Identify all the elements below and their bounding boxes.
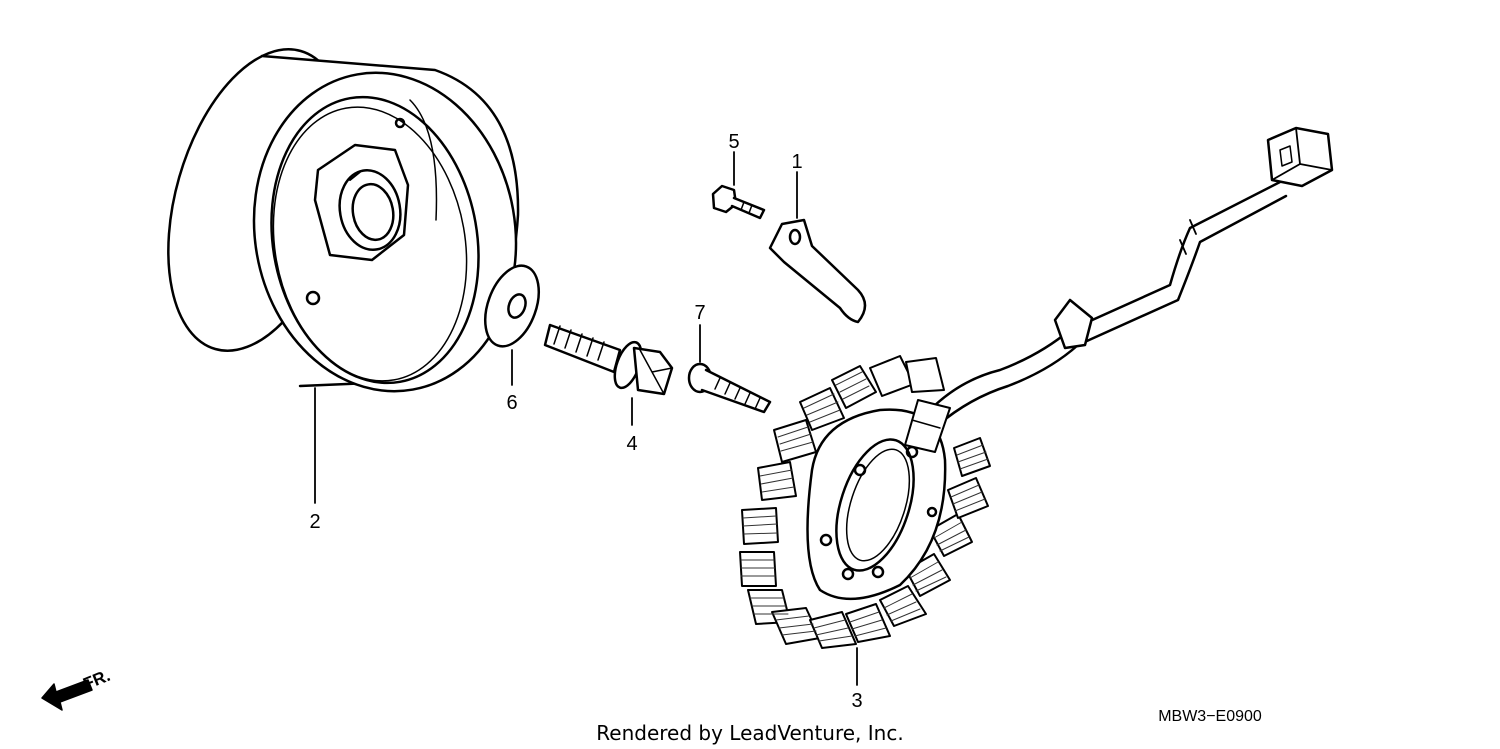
callout-2[interactable]: 2 xyxy=(309,511,320,533)
callout-7[interactable]: 7 xyxy=(694,302,705,324)
wire-clamp-part xyxy=(768,171,867,324)
stator-bolt-part xyxy=(687,324,772,414)
clamp-bolt-part xyxy=(711,151,766,220)
callout-5[interactable]: 5 xyxy=(728,131,739,153)
callout-3[interactable]: 3 xyxy=(851,690,862,712)
washer-part xyxy=(484,264,540,386)
rendered-by-credit: Rendered by LeadVenture, Inc. xyxy=(596,721,903,745)
stator-part xyxy=(739,355,991,686)
callout-6[interactable]: 6 xyxy=(506,392,517,414)
diagram-code: MBW3−E0900 xyxy=(1158,708,1262,725)
flywheel-part xyxy=(167,48,520,504)
wire-harness-part xyxy=(928,126,1334,427)
front-direction-label: FR. xyxy=(80,666,113,694)
flywheel-bolt-part xyxy=(543,323,674,426)
callout-4[interactable]: 4 xyxy=(626,433,637,455)
front-direction-arrow xyxy=(41,679,93,711)
callout-1[interactable]: 1 xyxy=(791,151,802,173)
